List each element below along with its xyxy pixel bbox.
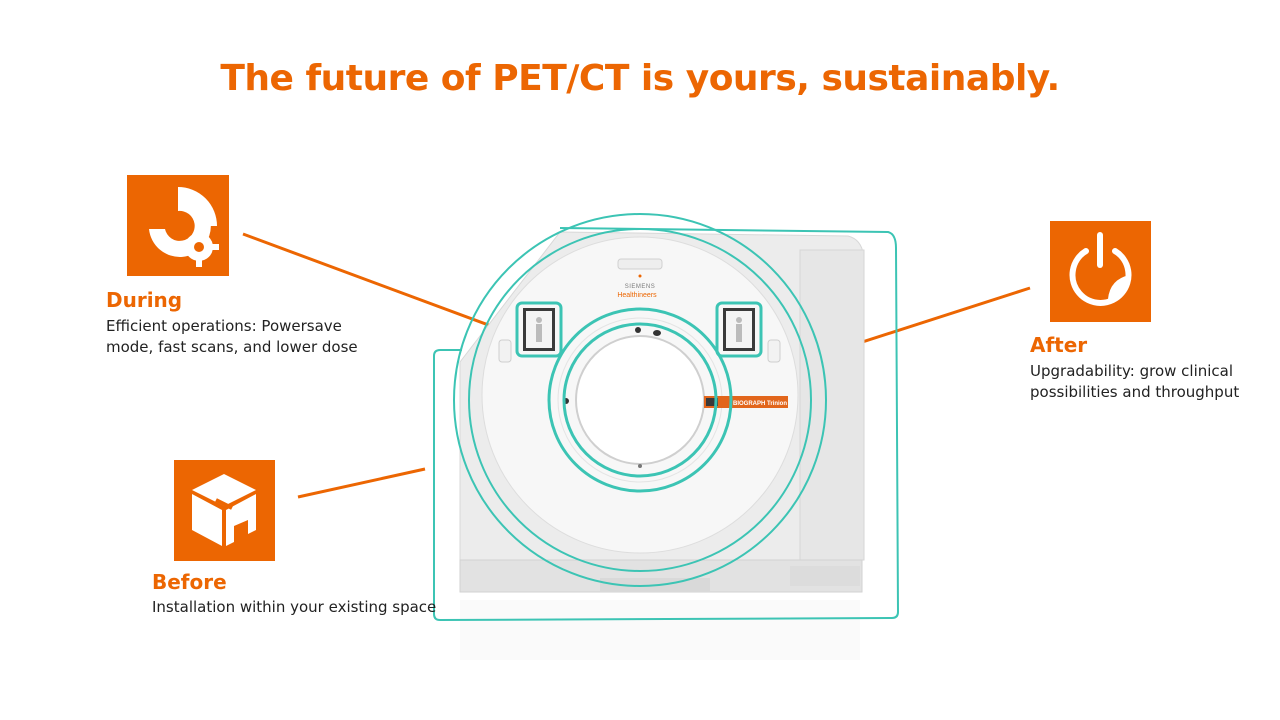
model-badge-text: BIOGRAPH Trinion: [733, 401, 787, 407]
box-install-icon: [192, 474, 256, 546]
before-icon-box: [174, 460, 275, 561]
before-description: Installation within your existing space: [152, 597, 436, 618]
brand-healthineers: Healthineers: [617, 292, 657, 299]
during-description-line1: Efficient operations: Powersave: [106, 317, 342, 335]
connector-line-during: [242, 232, 511, 335]
scanner-body: [459, 231, 865, 593]
after-description-line2: possibilities and throughput: [1030, 383, 1240, 401]
right-monitor: [715, 301, 763, 358]
power-leaf-icon: [1069, 232, 1132, 306]
after-label: After: [1030, 333, 1088, 357]
during-icon-box: [127, 175, 229, 276]
after-description-line1: Upgradability: grow clinical: [1030, 362, 1234, 380]
after-icon-box: [1050, 221, 1151, 322]
after-description: Upgradability: grow clinical possibiliti…: [1030, 361, 1239, 403]
page-title: The future of PET/CT is yours, sustainab…: [220, 58, 1060, 99]
model-badge: BIOGRAPH Trinion: [704, 396, 788, 408]
connector-line-before: [297, 467, 426, 499]
gauge-gear-icon: [149, 187, 219, 267]
footprint-outline: [433, 213, 900, 622]
brand-siemens: SIEMENS: [625, 284, 656, 290]
before-label: Before: [152, 570, 227, 594]
before-description-line1: Installation within your existing space: [152, 598, 437, 616]
during-label: During: [106, 288, 183, 312]
during-description: Efficient operations: Powersave mode, fa…: [106, 316, 358, 358]
left-monitor: [515, 301, 563, 358]
during-description-line2: mode, fast scans, and lower dose: [106, 338, 358, 356]
